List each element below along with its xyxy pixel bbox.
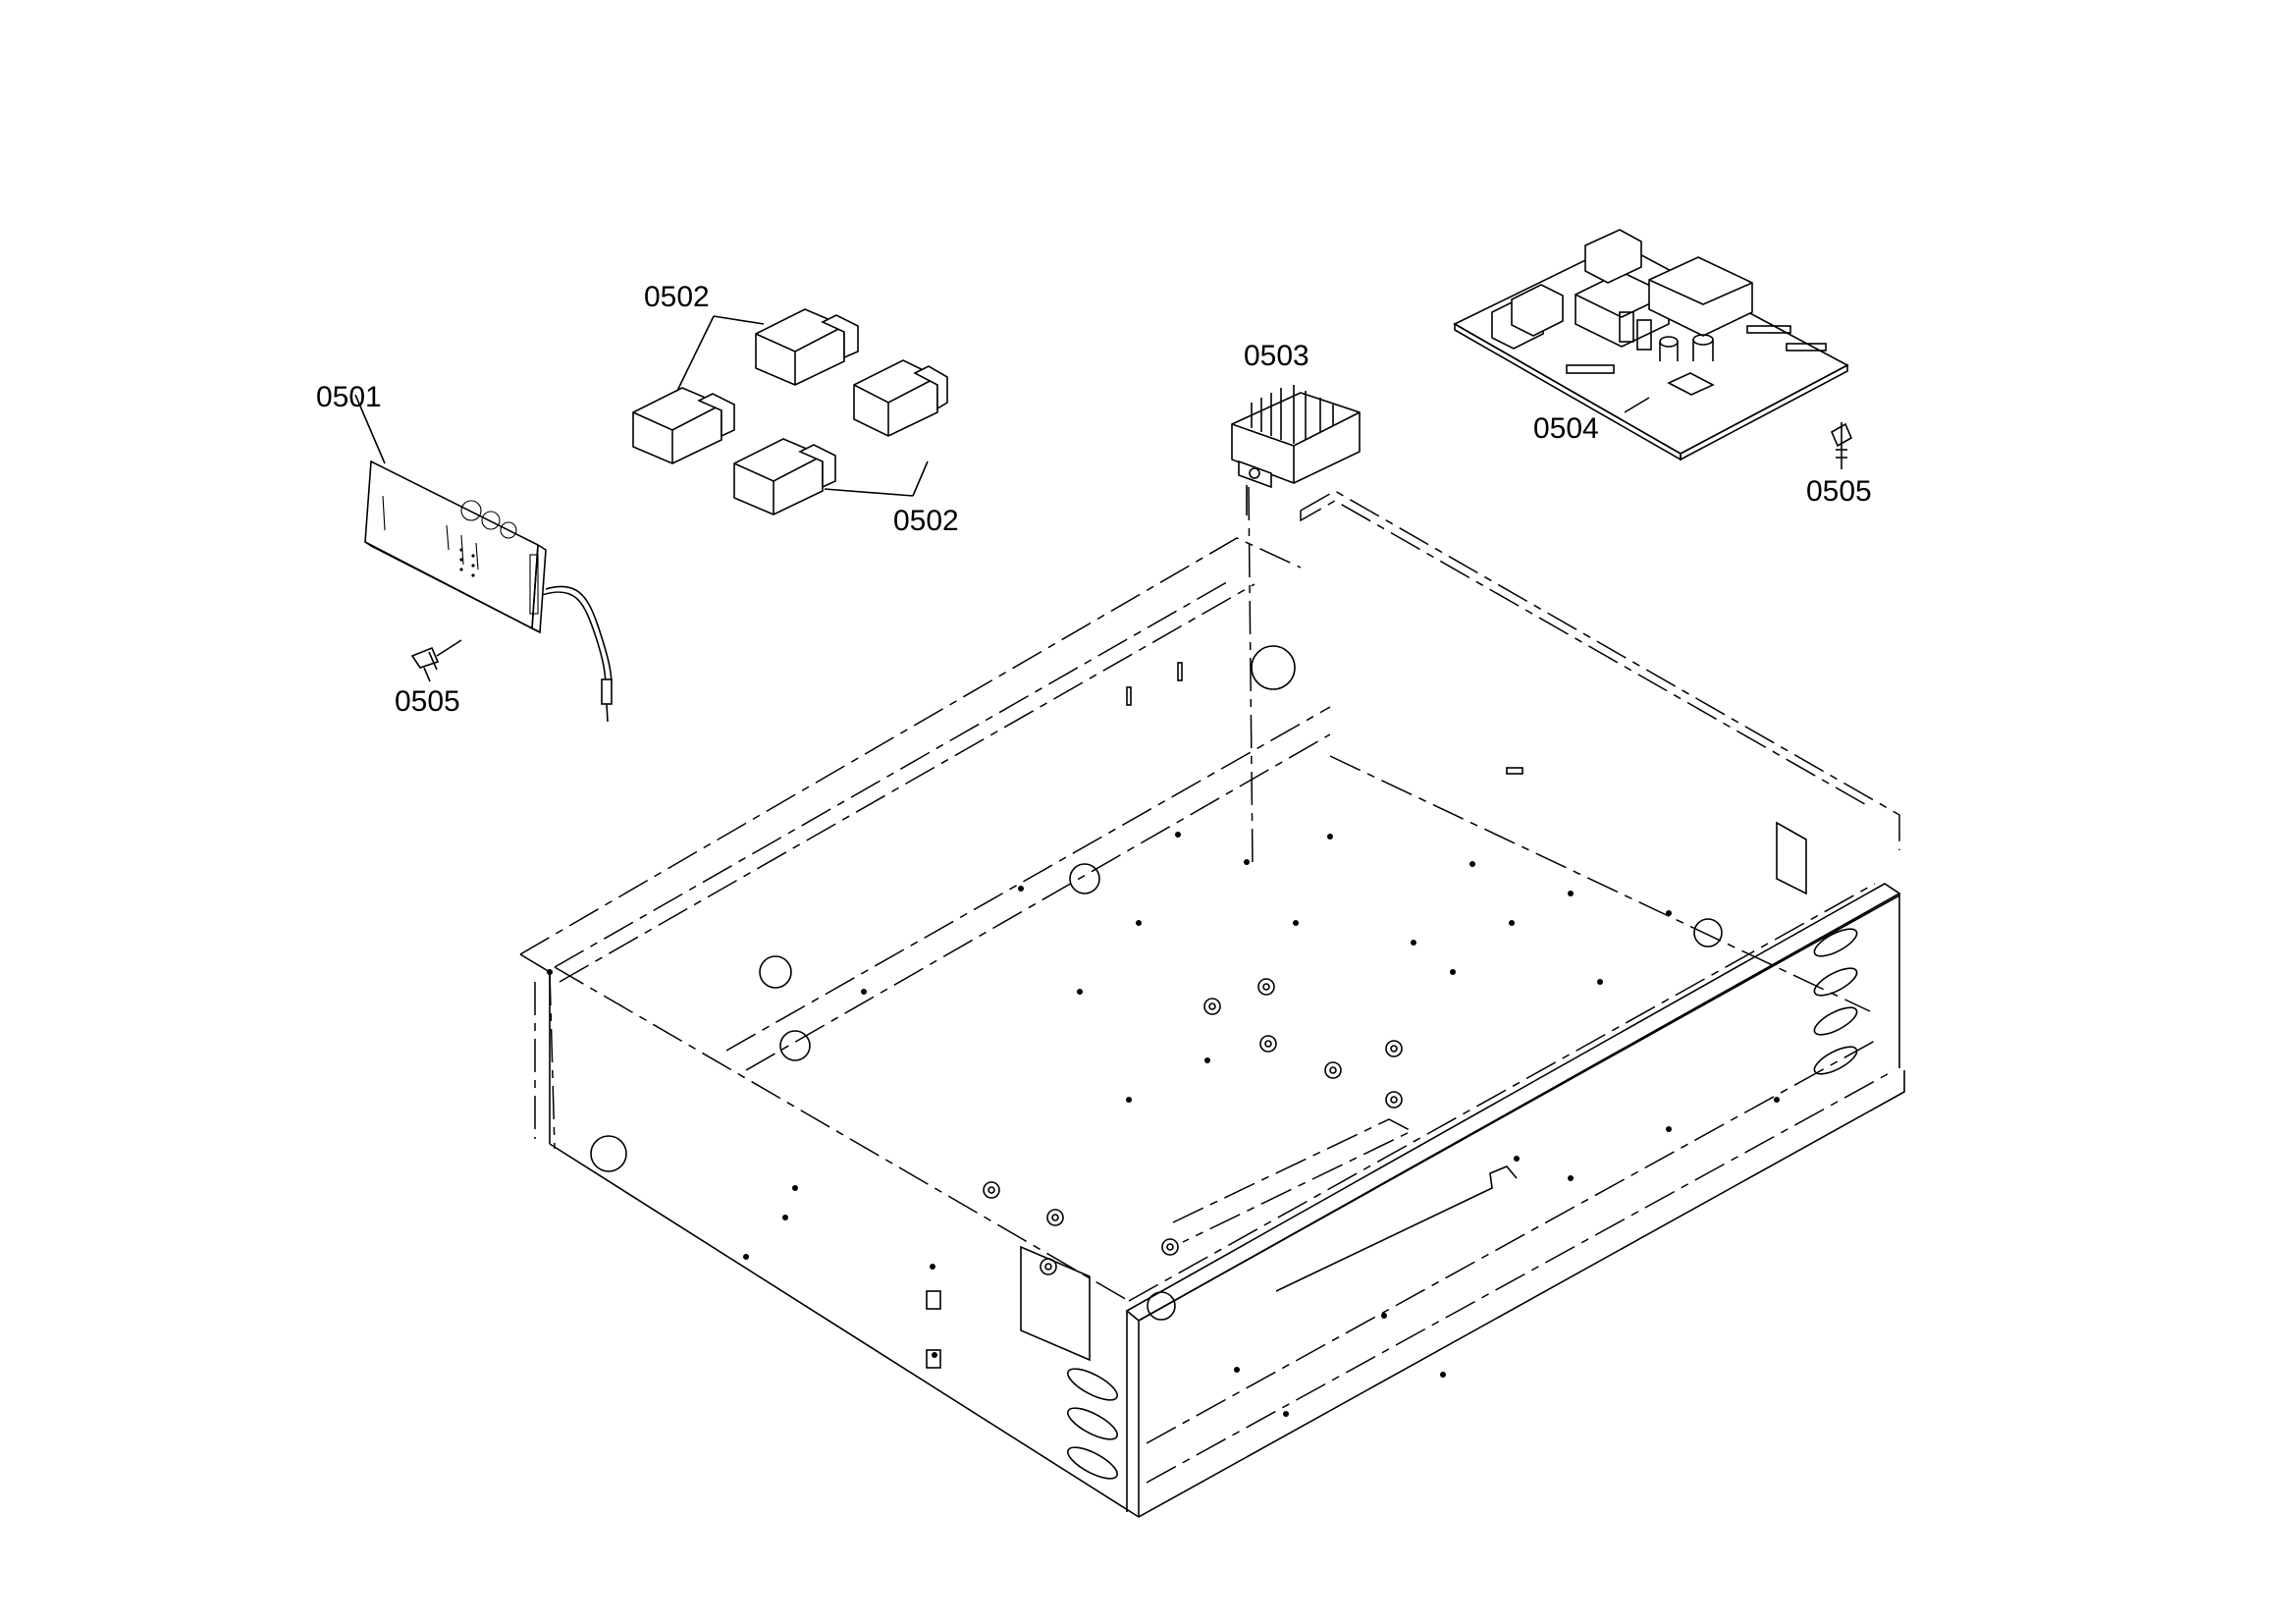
chassis-base-frame	[519, 490, 1905, 1518]
label-0503: 0503	[1244, 340, 1309, 372]
leader-0505-left	[436, 639, 462, 657]
part-0505-screw-left[interactable]	[410, 646, 440, 682]
part-0505-screw-right[interactable]	[1830, 422, 1853, 469]
label-0501: 0501	[316, 381, 382, 413]
label-0502-top: 0502	[644, 281, 710, 313]
label-0505-left: 0505	[395, 685, 460, 718]
part-0503-terminal-block[interactable]	[1231, 385, 1361, 515]
label-0502-bottom: 0502	[893, 505, 959, 537]
part-0501-display-board[interactable]	[364, 460, 613, 723]
part-0502-cover-a[interactable]	[632, 387, 735, 464]
label-0504: 0504	[1533, 412, 1599, 445]
part-0502-cover-b[interactable]	[755, 308, 859, 386]
label-0505-right: 0505	[1806, 475, 1872, 508]
leaders-0502	[676, 315, 929, 497]
part-0504-control-board[interactable]	[1453, 229, 1849, 461]
part-0502-cover-c[interactable]	[853, 359, 948, 437]
leader-0501	[354, 394, 386, 464]
leader-0503	[1248, 486, 1254, 863]
part-0502-cover-d[interactable]	[733, 438, 836, 515]
leader-0504	[1624, 397, 1650, 413]
